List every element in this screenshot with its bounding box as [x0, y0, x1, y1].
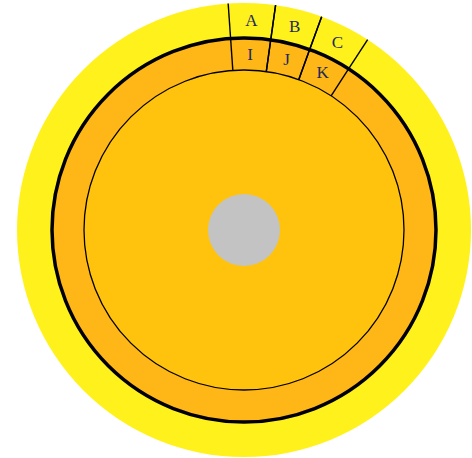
- sector-line: [310, 17, 322, 50]
- sector-line: [228, 4, 230, 39]
- sector-line: [349, 40, 368, 69]
- sector-label: B: [289, 18, 300, 35]
- sector-label: I: [247, 46, 253, 63]
- inner-disk: [84, 70, 404, 390]
- outer-ring: [17, 3, 471, 457]
- sector-line: [231, 38, 233, 70]
- sector-line: [310, 17, 322, 50]
- sector-label: J: [283, 51, 290, 68]
- sector-label: A: [245, 12, 257, 29]
- sector-label: C: [332, 34, 343, 51]
- sector-line: [331, 69, 348, 96]
- sector-line: [299, 50, 310, 80]
- disk-sector: J: [264, 37, 312, 82]
- sector-line: [266, 40, 270, 72]
- sector-line: [271, 5, 276, 40]
- sector-line: [271, 5, 276, 40]
- thick-circle: [52, 38, 436, 422]
- sector-line: [266, 40, 270, 72]
- disk-sector: K: [296, 47, 351, 98]
- sector-label: K: [316, 64, 328, 81]
- center-hole: [208, 194, 280, 266]
- disk-sector: B: [268, 3, 324, 52]
- disk-sector: A: [226, 1, 278, 42]
- sector-line: [299, 50, 310, 80]
- disk-sector: C: [307, 14, 370, 71]
